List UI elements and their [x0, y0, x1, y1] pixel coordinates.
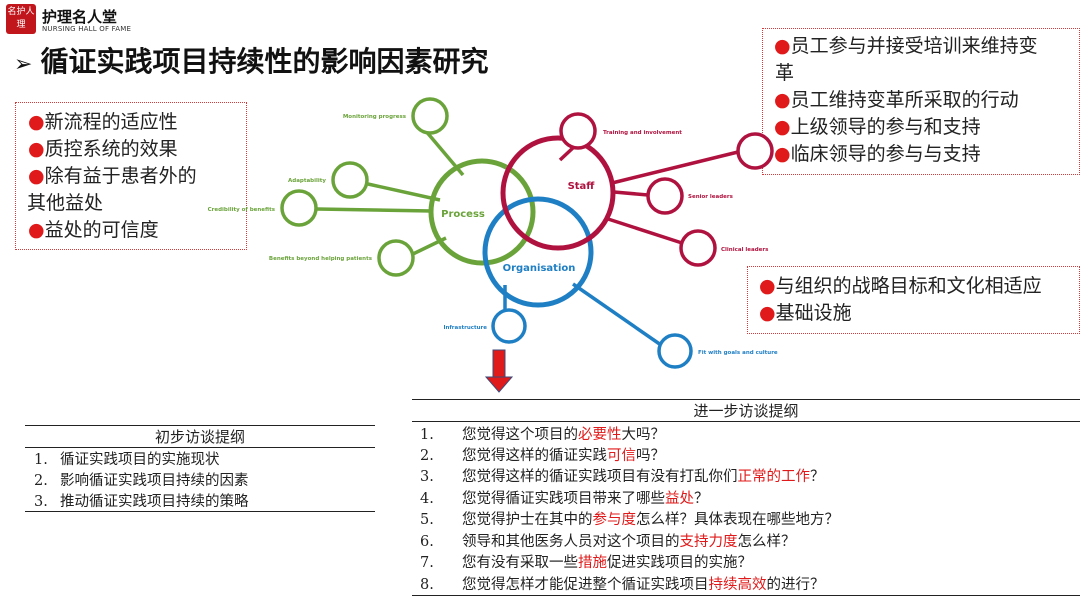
bullet-icon: ● [28, 219, 45, 241]
further-outline-bottom-rule [412, 595, 1080, 596]
organisation-hub [482, 196, 594, 308]
down-arrow-icon [484, 349, 514, 393]
initial-outline-row: 2.影响循证实践项目持续的因素 [34, 473, 249, 489]
process-factors-box: ●新流程的适应性 ●质控系统的效果 ●除有益于患者外的 其他益处 ●益处的可信度 [15, 102, 247, 250]
infrastructure-node [491, 308, 527, 344]
monitoring-progress-node [411, 97, 449, 135]
initial-outline-top-rule [25, 425, 375, 426]
initial-outline-header-rule [25, 447, 375, 448]
page-title-text: 循证实践项目持续性的影响因素研究 [40, 45, 489, 78]
training-label: Training and involvement [603, 130, 682, 136]
bullet-icon: ● [774, 35, 791, 57]
bullet-icon: ● [759, 302, 776, 324]
sustainability-diagram: Process Staff Organisation Monitoring pr… [208, 97, 778, 393]
further-outline-top-rule [412, 399, 1080, 400]
process-hub [428, 158, 536, 266]
further-outline-row: 6.领导和其他医务人员对这个项目的支持力度怎么样？ [420, 534, 796, 550]
further-outline-row: 8.您觉得怎样才能促进整个循证实践项目持续高效的进行？ [420, 577, 825, 593]
credibility-node [280, 189, 318, 227]
initial-outline-bottom-rule [25, 511, 375, 512]
process-factor-item-cont: 其他益处 [27, 192, 104, 214]
logo-text: 名护人理 [7, 7, 35, 30]
staff-factor-item: ●员工参与并接受培训来维持变 [774, 35, 1038, 57]
bullet-icon: ● [774, 89, 791, 111]
page-title: ➢ 循证实践项目持续性的影响因素研究 [14, 40, 488, 80]
brand-name: 护理名人堂 [42, 8, 118, 26]
staff-hub-label: Staff [568, 181, 596, 192]
brand-logo: 名护人理 [6, 4, 36, 34]
bullet-icon: ● [774, 116, 791, 138]
further-outline-row: 3.您觉得这样的循证实践项目有没有打乱你们正常的工作？ [420, 469, 825, 485]
process-factor-item: ●新流程的适应性 [28, 111, 178, 133]
credibility-label: Credibility of benefits [208, 207, 276, 213]
process-factor-item: ●质控系统的效果 [28, 138, 178, 160]
staff-factor-item-cont: 革 [775, 62, 795, 84]
staff-factors-box: ●员工参与并接受培训来维持变 革 ●员工维持变革所采取的行动 ●上级领导的参与和… [762, 28, 1080, 175]
monitoring-progress-label: Monitoring progress [343, 114, 407, 120]
staff-spokes [558, 144, 739, 245]
benefits-beyond-label: Benefits beyond helping patients [269, 256, 373, 262]
training-node [559, 112, 597, 150]
clinical-leaders-label: Clinical leaders [721, 247, 769, 253]
adaptability-node [331, 161, 369, 199]
bullet-icon: ● [28, 138, 45, 160]
senior-leaders-label: Senior leaders [688, 194, 734, 200]
organisation-factor-item: ●基础设施 [759, 302, 852, 324]
further-outline-row: 5.您觉得护士在其中的参与度怎么样？具体表现在哪些地方？ [420, 512, 839, 528]
adaptability-label: Adaptability [288, 178, 326, 184]
staff-hub [500, 135, 616, 251]
further-outline-row: 4.您觉得循证实践项目带来了哪些益处？ [420, 491, 709, 507]
fit-goals-node [657, 333, 693, 369]
further-outline-row: 7.您有没有采取一些措施促进实践项目的实施？ [420, 555, 752, 571]
clinical-leaders-node [679, 229, 717, 267]
initial-outline-row: 1.循证实践项目的实施现状 [34, 452, 220, 468]
further-outline-header-rule [412, 421, 1080, 422]
infrastructure-label: Infrastructure [443, 325, 487, 331]
process-factor-item: ●除有益于患者外的 [28, 165, 197, 187]
bullet-icon: ● [774, 143, 791, 165]
fit-goals-label: Fit with goals and culture [698, 350, 778, 356]
initial-outline-title: 初步访谈提纲 [154, 428, 245, 446]
organisation-factor-item: ●与组织的战略目标和文化相适应 [759, 275, 1042, 297]
further-outline-row: 1.您觉得这个项目的必要性大吗？ [420, 427, 665, 443]
staff-factor-item: ●临床领导的参与与支持 [774, 143, 981, 165]
benefits-beyond-node [377, 239, 415, 277]
brand-name-en: NURSING HALL OF FAME [42, 25, 132, 33]
bullet-icon: ● [28, 111, 45, 133]
staff-factor-item: ●上级领导的参与和支持 [774, 116, 981, 138]
initial-outline-row: 3.推动循证实践项目持续的策略 [34, 494, 249, 510]
organisation-factors-box: ●与组织的战略目标和文化相适应 ●基础设施 [747, 266, 1080, 334]
process-hub-label: Process [441, 209, 485, 220]
further-outline-row: 2.您觉得这样的循证实践可信吗？ [420, 448, 665, 464]
organisation-spokes [503, 282, 662, 347]
organisation-hub-label: Organisation [503, 263, 576, 274]
staff-factor-item: ●员工维持变革所采取的行动 [774, 89, 1019, 111]
further-outline-title: 进一步访谈提纲 [693, 402, 799, 420]
arrow-bullet-icon: ➢ [14, 52, 33, 77]
bullet-icon: ● [759, 275, 776, 297]
process-factor-item: ●益处的可信度 [28, 219, 159, 241]
staff-action-node [736, 132, 774, 170]
bullet-icon: ● [28, 165, 45, 187]
senior-leaders-node [646, 177, 684, 215]
